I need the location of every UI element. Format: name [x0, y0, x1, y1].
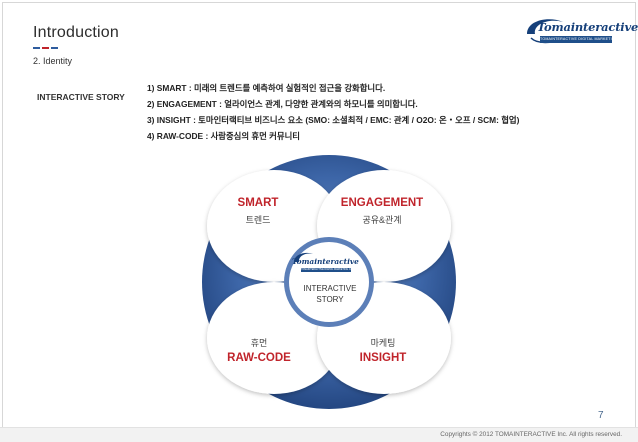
copyright-text: Copyrights © 2012 TOMAINTERACTIVE Inc. A…	[440, 431, 622, 438]
center-logo-wordmark: Tomainteractive	[292, 257, 359, 266]
center-circle	[289, 242, 369, 322]
petal-insight-sub: 마케팅	[370, 338, 396, 348]
title-dash-2	[42, 47, 49, 49]
section-subtitle: 2. Identity	[33, 56, 73, 66]
intro-item-1: 1) SMART : 미래의 트렌드를 예측하여 실험적인 접근을 강화합니다.	[147, 83, 386, 93]
center-logo-swirl-icon	[294, 252, 313, 262]
footer-bar: Copyrights © 2012 TOMAINTERACTIVE Inc. A…	[0, 427, 638, 442]
page-number: 7	[598, 410, 604, 421]
logo-tagline: TOMAINTERACTIVE DIGITAL MARKETING COMPAN…	[540, 36, 612, 43]
intro-item-4: 4) RAW-CODE : 사람중심의 휴먼 커뮤니티	[147, 131, 300, 141]
logo-wordmark: Tomainteractive	[537, 20, 638, 34]
center-label-line1: INTERACTIVE	[303, 284, 357, 293]
center-logo-tagline: TOMAINTERACTIVE DIGITAL MARKETING COMPAN…	[301, 268, 351, 272]
title-dash-1	[33, 47, 40, 49]
center-label-line2: STORY	[316, 295, 344, 304]
petal-engagement-title: ENGAGEMENT	[340, 197, 424, 209]
petal-smart-sub: 트렌드	[245, 215, 271, 225]
center-label: INTERACTIVE STORY	[290, 283, 370, 305]
interactive-story-label: INTERACTIVE STORY	[37, 92, 125, 102]
page-title: Introduction	[33, 24, 120, 41]
petal-insight-title: INSIGHT	[359, 352, 407, 364]
petal-smart-title: SMART	[237, 197, 279, 209]
petal-engagement-sub: 공유&관계	[362, 215, 402, 225]
petal-rawcode-sub: 휴먼	[250, 338, 268, 348]
title-dash-3	[51, 47, 58, 49]
intro-item-2: 2) ENGAGEMENT : 얼라이언스 관계, 다양한 관계와의 하모니를 …	[147, 99, 418, 109]
company-logo: Tomainteractive TOMAINTERACTIVE DIGITAL …	[523, 14, 638, 52]
petal-rawcode-title: RAW-CODE	[227, 352, 291, 364]
intro-item-3: 3) INSIGHT : 토마인터랙티브 비즈니스 요소 (SMO: 소셜최적 …	[147, 115, 520, 125]
